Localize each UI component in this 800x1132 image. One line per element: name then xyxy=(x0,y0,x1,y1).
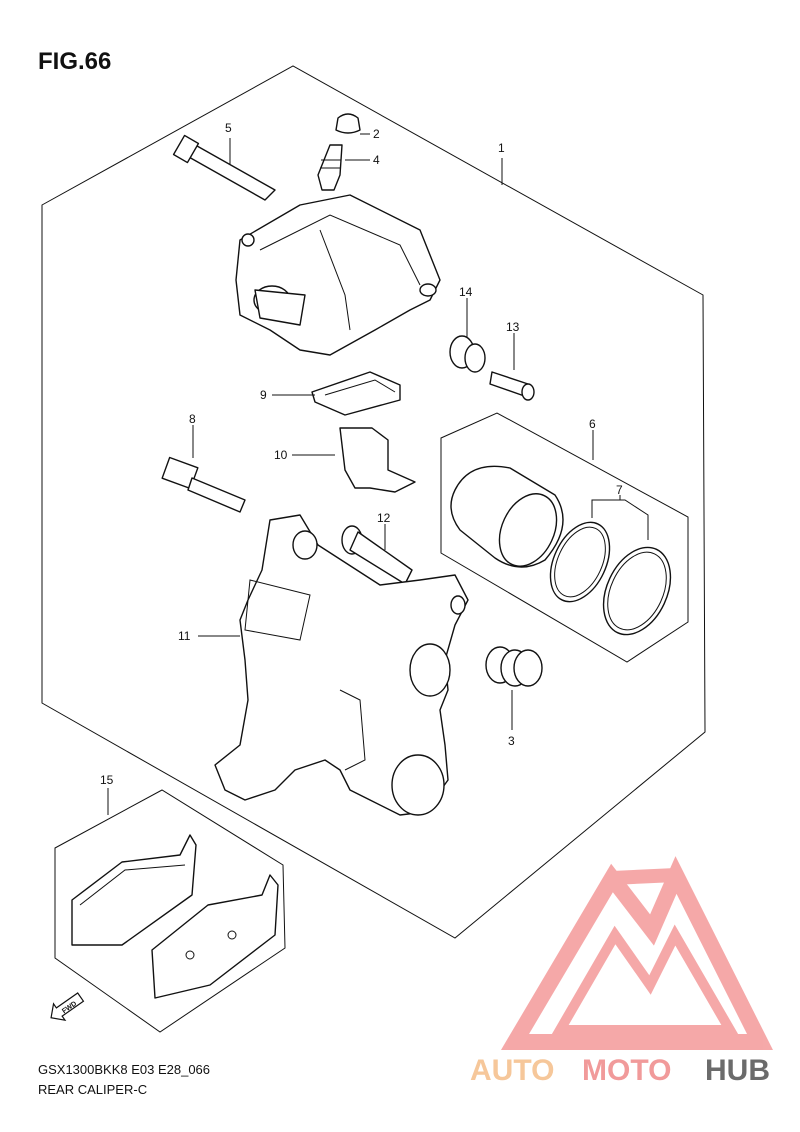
callout-9: 9 xyxy=(260,388,267,402)
callout-15: 15 xyxy=(100,773,114,787)
part-1-caliper-body xyxy=(235,194,441,356)
part-4-bleeder-valve xyxy=(317,144,343,191)
callout-7: 7 xyxy=(616,483,623,497)
part-14-boot xyxy=(449,335,486,373)
callout-8: 8 xyxy=(189,412,196,426)
part-5-sliding-pin xyxy=(172,134,276,201)
callout-11: 11 xyxy=(178,629,191,643)
part-3-rubber-boot xyxy=(485,646,543,687)
pad-kit-frame xyxy=(54,789,286,1033)
callout-5: 5 xyxy=(225,121,232,135)
callout-14: 14 xyxy=(459,285,473,299)
watermark-hub: HUB xyxy=(705,1054,770,1087)
watermark-moto: MOTO xyxy=(582,1054,671,1087)
part-8-bolt xyxy=(161,456,246,513)
figure-title: FIG.66 xyxy=(38,48,112,75)
watermark-text: AUTO MOTO HUB xyxy=(470,1054,770,1087)
part-7-piston-seals xyxy=(549,499,672,636)
part-11-caliper-bracket xyxy=(214,514,469,816)
callout-labels: 5 2 4 1 14 13 9 8 10 6 7 12 11 3 15 xyxy=(100,121,623,787)
callout-13: 13 xyxy=(506,320,520,334)
part-6-piston xyxy=(450,465,564,568)
part-13-sleeve xyxy=(489,371,535,401)
callout-2: 2 xyxy=(373,127,380,141)
model-code: GSX1300BKK8 E03 E28_066 xyxy=(38,1062,211,1077)
watermark-auto: AUTO xyxy=(470,1054,554,1087)
watermark-logo-icon xyxy=(500,856,773,1050)
part-15-brake-pads xyxy=(71,834,279,999)
leader-lines xyxy=(107,133,621,815)
caliper-assembly-frame xyxy=(41,65,706,939)
callout-3: 3 xyxy=(508,734,515,748)
callout-12: 12 xyxy=(377,511,391,525)
part-10-pad-retainer xyxy=(339,427,416,493)
part-9-pad-spring xyxy=(311,371,401,416)
callout-1: 1 xyxy=(498,141,505,155)
forward-direction-arrow-icon: FWD xyxy=(50,992,85,1022)
callout-4: 4 xyxy=(373,153,380,167)
seal-kit-frame xyxy=(440,412,689,663)
assembly-name: REAR CALIPER-C xyxy=(38,1082,148,1097)
callout-6: 6 xyxy=(589,417,596,431)
part-2-bleeder-cap xyxy=(335,113,361,134)
callout-10: 10 xyxy=(274,448,288,462)
